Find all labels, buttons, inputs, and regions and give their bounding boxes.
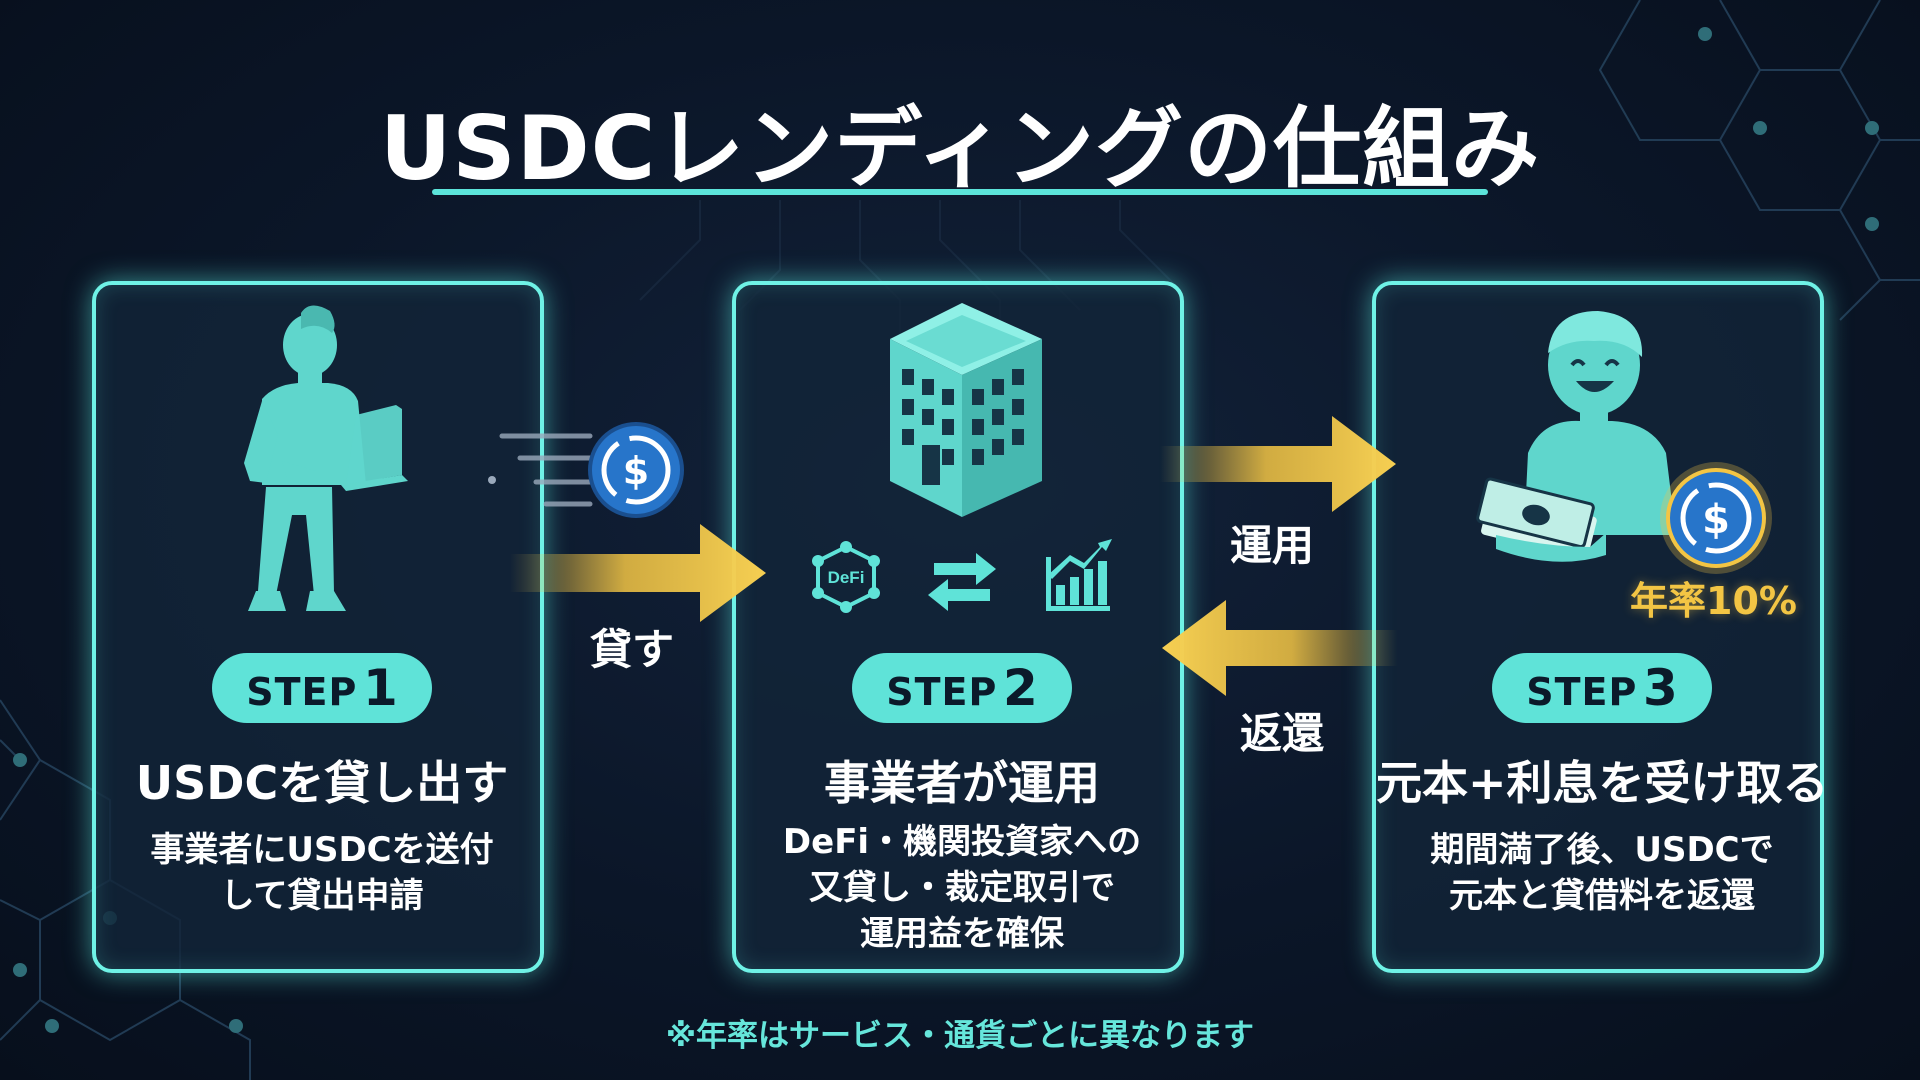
exchange-arrows-icon (928, 553, 996, 611)
cash-icon (1476, 477, 1606, 562)
operate-arrow-icon (1160, 416, 1396, 512)
person-laptop-icon (244, 305, 408, 611)
lend-arrow-icon (510, 524, 766, 622)
step-1-card: STEP 1 USDCを貸し出す 事業者にUSDCを送付 して貸出申請 (92, 281, 544, 973)
svg-text:$: $ (1702, 497, 1730, 543)
step-1-badge: STEP 1 (212, 653, 432, 723)
step-1-heading: USDCを貸し出す (135, 756, 509, 810)
step-2-card: DeFi STEP 2 事業者が運用 DeFi・機関投資家への 又貸し・裁定取引… (732, 281, 1184, 973)
step-2-heading: 事業者が運用 (824, 756, 1100, 810)
growth-chart-icon (1046, 539, 1112, 611)
step-3-heading: 元本+利息を受け取る (1376, 756, 1829, 810)
lend-label: 貸す (590, 625, 675, 674)
operate-label: 運用 (1230, 521, 1315, 570)
usdc-coin-glow-icon: $ (1660, 462, 1772, 574)
title-underline (432, 189, 1488, 195)
svg-text:$: $ (623, 449, 649, 493)
usdc-coin-motion-icon: $ (488, 422, 684, 518)
step-2-badge: STEP 2 (852, 653, 1072, 723)
footnote: ※年率はサービス・通貨ごとに異なります (665, 1018, 1255, 1054)
annual-rate-label: 年率10% (1630, 579, 1797, 623)
page-title: USDCレンディングの仕組み (379, 97, 1541, 200)
return-label: 返還 (1240, 709, 1325, 758)
defi-network-icon: DeFi (812, 541, 880, 613)
step-3-card: STEP 3 元本+利息を受け取る 期間満了後、USDCで 元本と貸借料を返還 (1372, 281, 1829, 973)
svg-text:DeFi: DeFi (828, 568, 865, 587)
happy-person-money-icon (1476, 311, 1676, 562)
building-icon: DeFi (812, 303, 1112, 613)
step-3-badge: STEP 3 (1492, 653, 1712, 723)
step-2-description: DeFi・機関投資家への 又貸し・裁定取引で 運用益を確保 (782, 822, 1142, 954)
step-1-description: 事業者にUSDCを送付 して貸出申請 (150, 830, 494, 916)
step-3-description: 期間満了後、USDCで 元本と貸借料を返還 (1430, 830, 1774, 916)
return-arrow-icon (1162, 600, 1398, 696)
